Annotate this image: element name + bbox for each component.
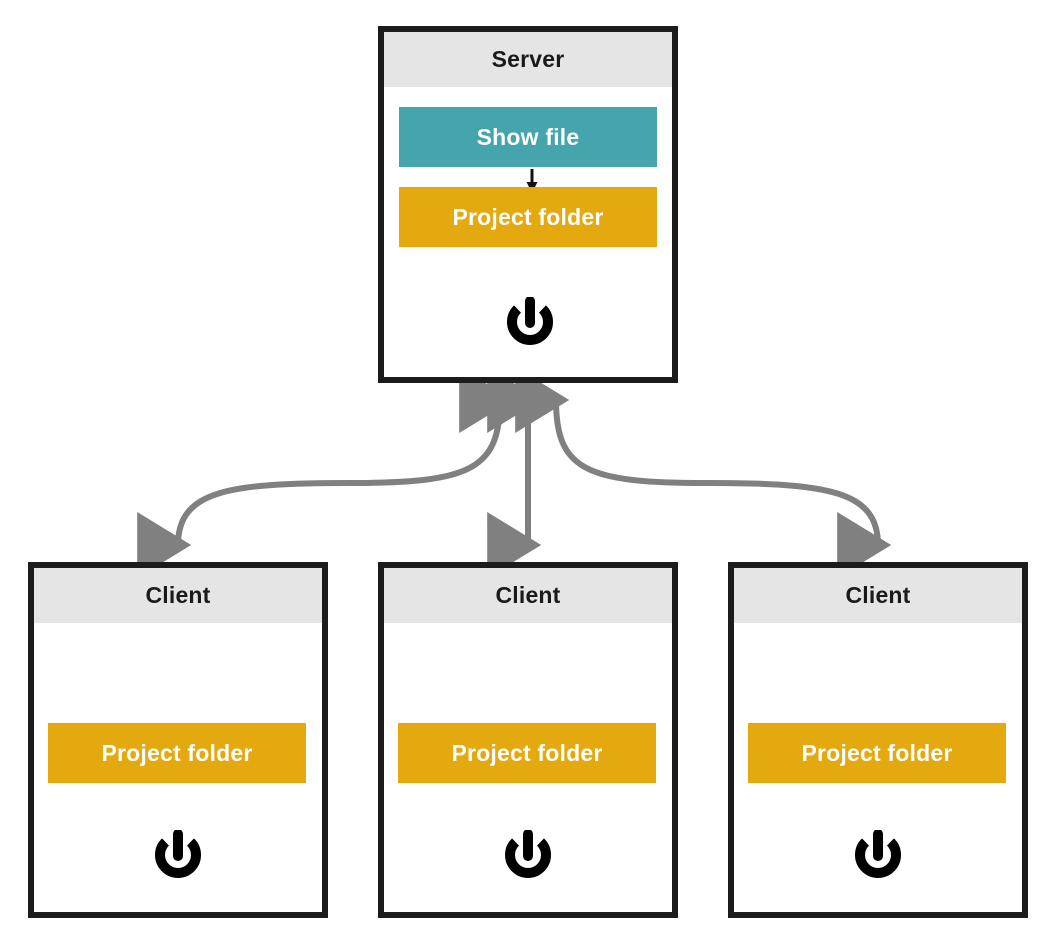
server-project-folder-bar[interactable]: Project folder <box>399 187 657 247</box>
client-title-2: Client <box>495 582 561 608</box>
client-title-1: Client <box>145 582 211 608</box>
connector-server-to-client-left <box>137 366 514 578</box>
power-icon[interactable] <box>502 297 558 355</box>
client-header-3: Client <box>734 568 1022 623</box>
client-box-1[interactable]: Client Project folder <box>28 562 328 918</box>
server-title: Server <box>491 46 565 72</box>
connector-server-to-client-right <box>515 367 892 579</box>
client-header-1: Client <box>34 568 322 623</box>
server-show-file-label: Show file <box>476 123 580 150</box>
server-header: Server <box>384 32 672 87</box>
client-project-folder-label-2: Project folder <box>451 739 603 766</box>
power-icon[interactable] <box>850 830 906 888</box>
power-icon[interactable] <box>150 830 206 888</box>
client-project-folder-bar-2[interactable]: Project folder <box>398 723 656 783</box>
client-project-folder-bar-1[interactable]: Project folder <box>48 723 306 783</box>
power-icon[interactable] <box>500 830 556 888</box>
client-header-2: Client <box>384 568 672 623</box>
client-project-folder-label-3: Project folder <box>801 739 953 766</box>
server-box[interactable]: Server Show file Project folder <box>378 26 678 383</box>
client-box-2[interactable]: Client Project folder <box>378 562 678 918</box>
client-box-3[interactable]: Client Project folder <box>728 562 1028 918</box>
client-project-folder-label-1: Project folder <box>101 739 253 766</box>
server-show-file-bar[interactable]: Show file <box>399 107 657 167</box>
client-project-folder-bar-3[interactable]: Project folder <box>748 723 1006 783</box>
client-title-3: Client <box>845 582 911 608</box>
server-project-folder-label: Project folder <box>452 203 604 230</box>
